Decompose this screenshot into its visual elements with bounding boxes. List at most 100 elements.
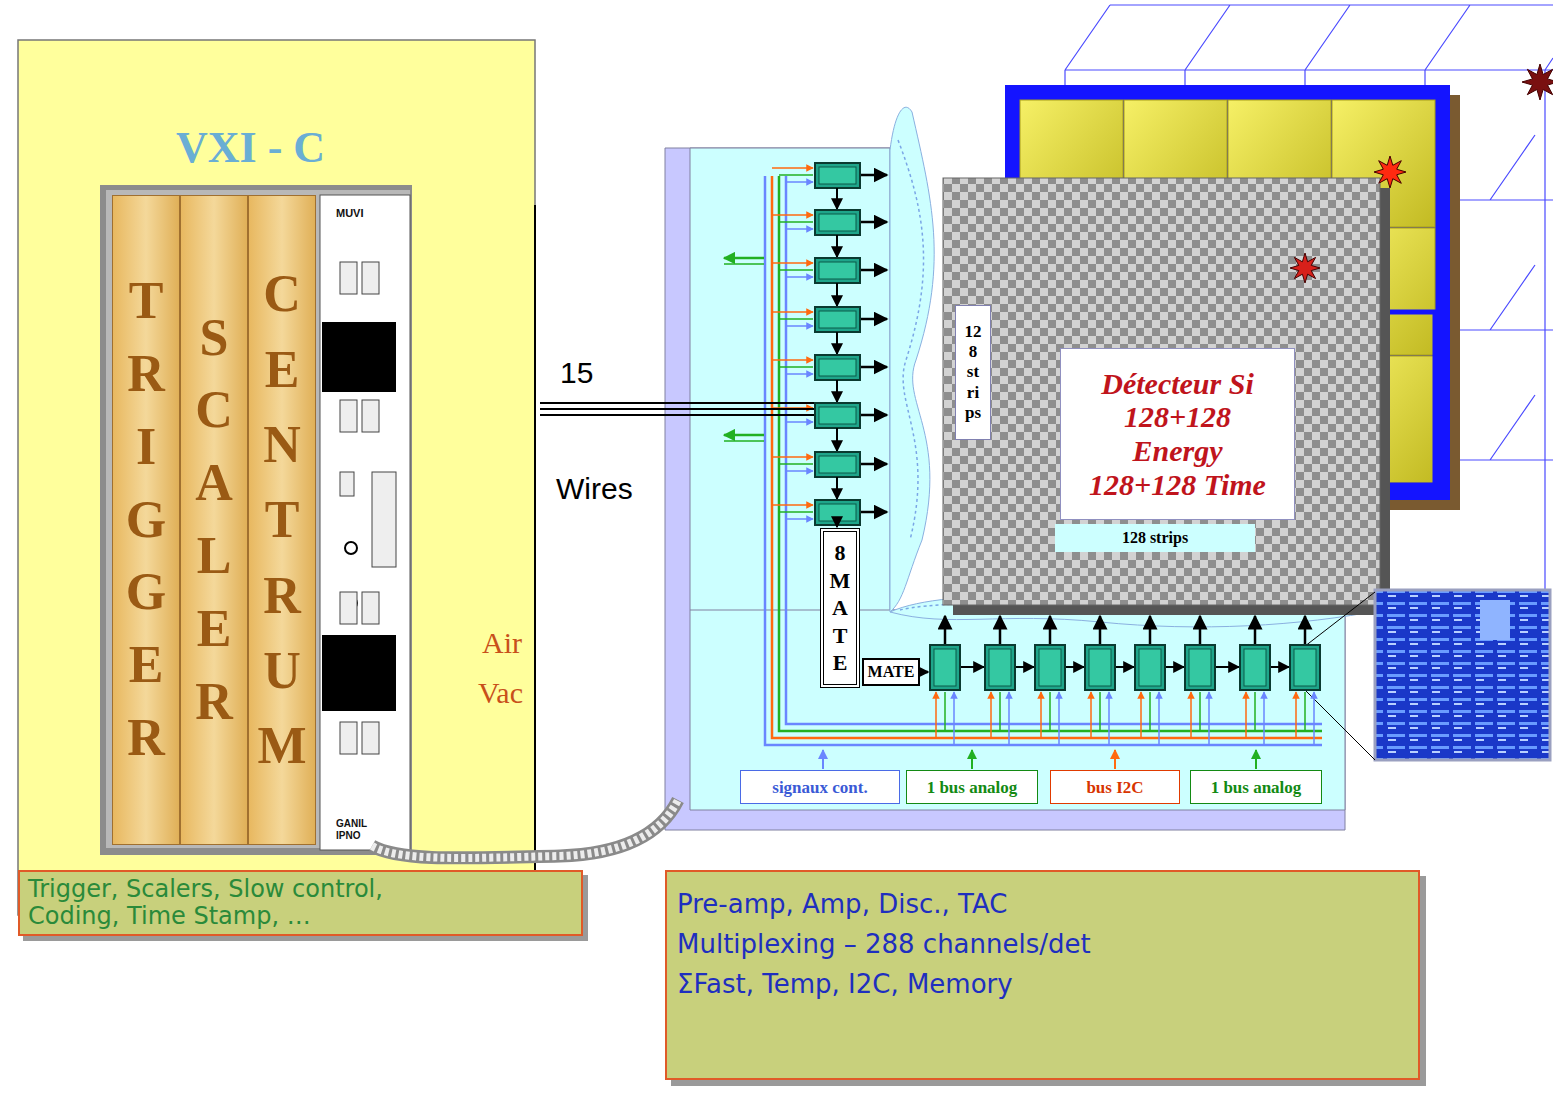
chain-arrow xyxy=(1116,666,1134,668)
chain-arrow xyxy=(921,671,928,674)
crate-panel: VXI - CTRIGGERSCALERCENTRUMMUVIGANIL IPN… xyxy=(18,40,535,915)
bus-branch xyxy=(1313,692,1315,745)
bus-branch xyxy=(1058,692,1060,745)
bus-branch xyxy=(1304,692,1306,731)
bus-branch xyxy=(779,511,813,513)
bus-branch xyxy=(1295,692,1297,738)
zone-label: Air xyxy=(482,628,522,658)
bus-branch xyxy=(786,228,813,230)
impact-star xyxy=(1290,253,1320,283)
asic-chip xyxy=(1085,645,1115,690)
bus-label: signaux cont. xyxy=(740,770,900,804)
bus-branch xyxy=(1140,692,1142,738)
crate-panel xyxy=(18,40,535,915)
chain-arrow xyxy=(836,525,838,527)
bus-branch xyxy=(786,518,813,520)
module-name: SCALER xyxy=(188,302,240,739)
readout-cable xyxy=(372,800,678,858)
bus-branch xyxy=(772,167,813,169)
silicon-detector xyxy=(943,178,1390,615)
asic-chip xyxy=(1135,645,1165,690)
muvi-module xyxy=(320,195,410,850)
bus-pointer xyxy=(822,750,824,769)
note-box: Trigger, Scalers, Slow control, Coding, … xyxy=(18,870,583,936)
muvi-module xyxy=(322,635,396,711)
chip-micrograph xyxy=(1375,590,1550,760)
mate-chip: MATE xyxy=(862,658,920,686)
signal-arrow xyxy=(861,318,887,321)
chain-arrow xyxy=(836,477,838,499)
asic-chip xyxy=(1290,645,1320,690)
signal-arrow xyxy=(1199,616,1202,644)
bus-branch xyxy=(779,463,813,465)
signal-arrow xyxy=(1304,616,1307,644)
bus-branch xyxy=(786,276,813,278)
readout-cable xyxy=(372,800,678,858)
zone-label: Vac xyxy=(478,678,523,708)
module-label: MUVI xyxy=(336,207,410,220)
analog-output xyxy=(724,440,764,442)
air-vacuum-wall xyxy=(534,205,536,915)
asic-chip xyxy=(1185,645,1215,690)
signal-name: signaux cont. xyxy=(772,779,867,796)
bus-branch xyxy=(1190,692,1192,738)
chain-arrow xyxy=(836,332,838,354)
readout-cable xyxy=(372,800,678,858)
asic-chip xyxy=(1039,649,1061,686)
signal-arrow xyxy=(861,221,887,224)
impact-star xyxy=(1522,64,1553,100)
chain-arrow xyxy=(1271,666,1289,668)
detector-label: Détecteur Si 128+128 Energy 128+128 Time xyxy=(1060,348,1295,520)
asic-chip xyxy=(819,311,856,328)
signal-arrow xyxy=(1099,616,1102,644)
bus-line xyxy=(786,176,1322,724)
bus-branch xyxy=(1090,692,1092,738)
asic-chip xyxy=(815,452,860,477)
flex-cable xyxy=(890,107,934,612)
silicon-detector xyxy=(943,178,1380,605)
muvi-module xyxy=(340,400,357,432)
analog-output xyxy=(724,257,764,260)
bus-branch xyxy=(999,692,1001,731)
crate-panel xyxy=(100,185,412,855)
front-end-board xyxy=(690,610,890,611)
flex-cable xyxy=(898,140,924,540)
asic-chip xyxy=(815,403,860,428)
asic-chip xyxy=(1244,649,1266,686)
chain-arrow xyxy=(961,666,984,668)
note-text: ΣFast, Temp, I2C, Memory xyxy=(677,964,1408,1004)
asic-chip xyxy=(819,262,856,279)
scaler-board: SCALER xyxy=(180,195,248,845)
signal-arrow xyxy=(861,269,887,272)
chain-arrow xyxy=(1066,666,1084,668)
asic-chip xyxy=(985,645,1015,690)
chain-arrow xyxy=(836,380,838,402)
signal-arrow xyxy=(999,616,1002,644)
asic-chip xyxy=(930,645,960,690)
bus-label: 1 bus analog xyxy=(1190,770,1322,804)
muvi-module xyxy=(320,195,410,850)
chip-name: MATE xyxy=(868,664,915,680)
chain-arrow xyxy=(836,188,838,209)
signal-arrow xyxy=(1049,616,1052,644)
muvi-module xyxy=(340,262,357,294)
signal-name: bus I2C xyxy=(1086,779,1143,796)
bus-branch xyxy=(772,262,813,264)
asic-chip xyxy=(819,359,856,376)
bus-line xyxy=(772,176,1322,738)
muvi-module xyxy=(372,472,396,567)
bus-branch xyxy=(1049,692,1051,731)
asic-chip xyxy=(1139,649,1161,686)
bus-branch xyxy=(935,692,937,738)
trigger-board: TRIGGER xyxy=(112,195,180,845)
asic-chip xyxy=(819,214,856,231)
muvi-module xyxy=(340,472,354,496)
bus-label: 1 bus analog xyxy=(906,770,1038,804)
bus-branch xyxy=(772,359,813,361)
bus-pointer xyxy=(971,750,973,769)
asic-chip xyxy=(934,649,956,686)
analog-output xyxy=(724,263,764,265)
asic-chip xyxy=(815,355,860,380)
signal-name: 1 bus analog xyxy=(1211,779,1302,796)
